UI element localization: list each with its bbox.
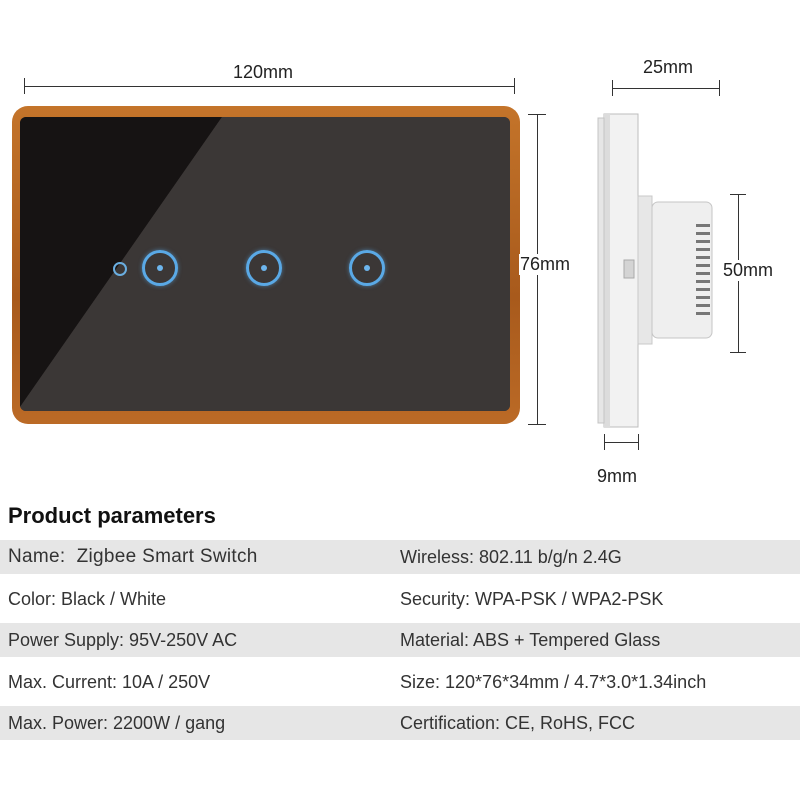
width-dimension-line [24,86,514,87]
height-dimension-label: 76mm [519,254,572,275]
param-size: Size: 120*76*34mm / 4.7*3.0*1.34inch [400,671,707,692]
section-title: Product parameters [8,503,216,528]
thickness-dimension-line [604,442,638,443]
back-height-dimension-label: 50mm [722,260,775,281]
thickness-dimension-tick-right [638,434,639,450]
touch-button-2[interactable] [246,250,282,286]
thickness-dimension-label: 9mm [597,466,637,486]
param-name: Name: Zigbee Smart Switch [8,546,258,567]
param-row-5: Max. Power: 2200W / gang Certification: … [0,706,800,740]
param-row-4: Max. Current: 10A / 250V Size: 120*76*34… [0,665,800,699]
touch-button-3[interactable] [349,250,385,286]
depth-dimension-tick-right [719,80,720,96]
param-material: Material: ABS + Tempered Glass [400,629,661,650]
width-dimension-label: 120mm [233,62,294,82]
back-height-dimension-tick-bottom [730,352,746,353]
param-wireless: Wireless: 802.11 b/g/n 2.4G [400,546,622,567]
touch-button-1[interactable] [142,250,178,286]
depth-dimension-line [612,88,719,89]
param-max-power: Max. Power: 2200W / gang [8,712,226,733]
param-security: Security: WPA-PSK / WPA2-PSK [400,588,664,609]
param-certification: Certification: CE, RoHS, FCC [400,712,636,733]
network-indicator-icon [113,262,127,276]
switch-side-view [597,113,713,428]
param-power-supply: Power Supply: 95V-250V AC [8,629,238,650]
depth-dimension-label: 25mm [643,57,694,77]
param-row-3: Power Supply: 95V-250V AC Material: ABS … [0,623,800,657]
param-max-current: Max. Current: 10A / 250V [8,671,211,692]
switch-glass-panel [20,117,510,411]
param-row-2: Color: Black / White Security: WPA-PSK /… [0,582,800,616]
param-color: Color: Black / White [8,588,167,609]
param-row-1: Name: Zigbee Smart Switch Wireless: 802.… [0,540,800,574]
width-dimension-tick-right [514,78,515,94]
